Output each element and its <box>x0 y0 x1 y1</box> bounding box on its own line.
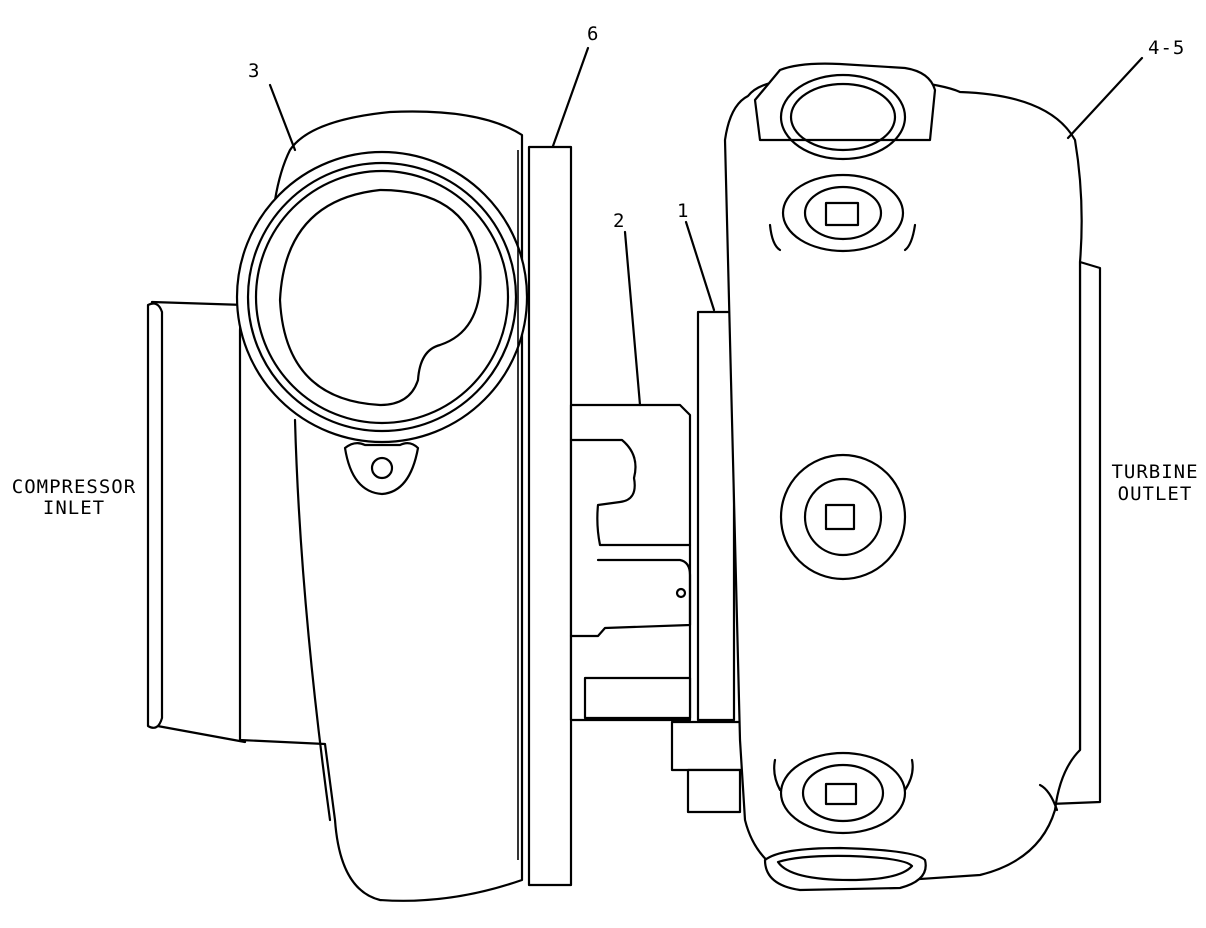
callout-1: 1 <box>677 200 689 222</box>
flange-plate <box>527 145 573 887</box>
turbine-outlet-label-line1: TURBINE <box>1111 461 1198 483</box>
turbine-housing <box>723 62 1102 892</box>
callout-2: 2 <box>613 210 625 232</box>
callout-6: 6 <box>587 23 599 45</box>
compressor-housing <box>235 110 529 902</box>
leader-lines <box>268 46 1144 407</box>
compressor-inlet-pipe <box>146 300 247 744</box>
bolt-boss-bottom <box>773 751 914 835</box>
compressor-inlet-label-line1: COMPRESSOR <box>12 476 136 498</box>
turbine-flange <box>696 310 736 722</box>
compressor-inlet-label-line2: INLET <box>43 497 105 519</box>
bolt-boss-top <box>768 173 917 253</box>
callout-4-5: 4-5 <box>1148 37 1185 59</box>
bolt-boss-middle <box>779 453 907 581</box>
callout-3: 3 <box>248 60 260 82</box>
turbine-outlet-label-line2: OUTLET <box>1118 483 1193 505</box>
